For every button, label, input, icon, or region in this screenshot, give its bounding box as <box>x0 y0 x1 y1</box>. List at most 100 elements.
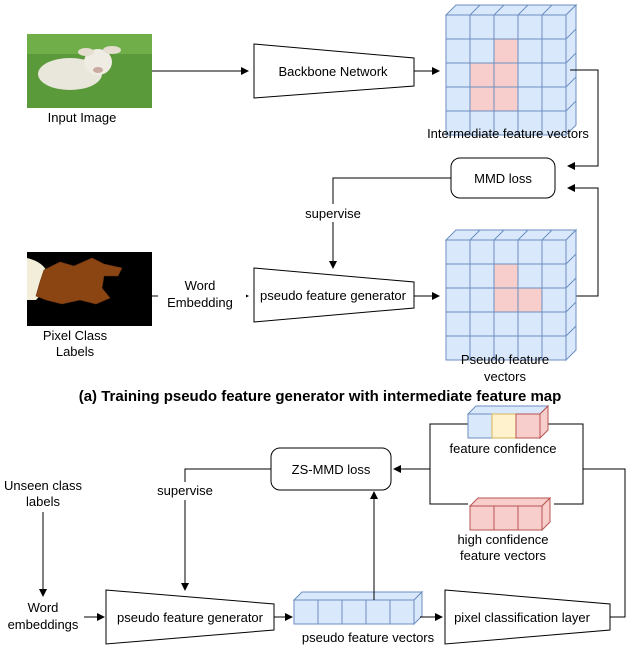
arrow-mmd-supervise <box>329 177 451 269</box>
pseudo-cell <box>445 263 471 289</box>
high-confidence-cell <box>493 505 519 531</box>
intermediate-cell <box>517 62 543 88</box>
arrow-zsmmd-supervise <box>181 468 271 591</box>
line-confidence-loop <box>429 423 470 505</box>
pseudo-vectors-label: pseudo feature vectors <box>302 630 435 645</box>
pseudo-feature-cube <box>444 228 578 362</box>
arrow-pseudo-to-mmd <box>567 184 599 297</box>
pseudo-vector-cell <box>365 599 391 625</box>
pseudo-vector-cell <box>317 599 343 625</box>
input-image <box>27 34 152 108</box>
pseudo-generator-label-top: pseudo feature generator <box>260 288 407 303</box>
pixel-layer-label: pixel classification layer <box>454 610 591 625</box>
caption-a: (a) Training pseudo feature generator wi… <box>79 388 562 405</box>
intermediate-cell <box>493 14 519 40</box>
pseudo-cell <box>541 287 567 313</box>
zs-mmd-loss-label: ZS-MMD loss <box>292 462 371 477</box>
intermediate-cell <box>493 86 519 112</box>
intermediate-cell <box>445 38 471 64</box>
intermediate-cell <box>541 14 567 40</box>
feature-confidence-vector <box>466 404 550 440</box>
intermediate-cell <box>445 14 471 40</box>
pseudo-generator-block-bottom <box>105 589 275 645</box>
supervise-label-top: supervise <box>305 206 361 221</box>
supervise-bg-bottom <box>152 482 218 500</box>
intermediate-cell <box>493 62 519 88</box>
intermediate-cell <box>493 38 519 64</box>
line-to-high-confidence <box>554 469 584 505</box>
confidence-cell <box>467 413 493 439</box>
confidence-cell <box>491 413 517 439</box>
pseudo-cell <box>541 335 567 361</box>
pseudo-cell <box>541 311 567 337</box>
pseudo-cell <box>445 311 471 337</box>
intermediate-cell <box>469 62 495 88</box>
pseudo-cell <box>493 311 519 337</box>
intermediate-cell <box>469 14 495 40</box>
pseudo-cell <box>493 239 519 265</box>
backbone-network-block <box>253 43 415 99</box>
pseudo-cell <box>469 263 495 289</box>
mmd-loss-label: MMD loss <box>474 171 532 186</box>
word-embedding-bg <box>158 279 246 313</box>
pseudo-cell <box>469 287 495 313</box>
pseudo-cell <box>517 263 543 289</box>
arrow-features-to-mmd <box>567 69 599 170</box>
intermediate-cell <box>541 38 567 64</box>
high-confidence-line2: feature vectors <box>460 548 546 563</box>
pseudo-cell <box>493 335 519 361</box>
pseudo-cell <box>517 311 543 337</box>
pseudo-feature-label-line1: Pseudo feature <box>461 352 549 367</box>
word-embeddings-line2: embeddings <box>8 617 79 632</box>
intermediate-cell <box>469 110 495 136</box>
supervise-label-bottom: supervise <box>157 483 213 498</box>
pseudo-cell <box>469 335 495 361</box>
intermediate-cell <box>541 86 567 112</box>
input-image-label: Input Image <box>48 110 117 125</box>
pseudo-generator-label-bottom: pseudo feature generator <box>117 610 264 625</box>
unseen-labels-line1: Unseen class <box>4 478 83 493</box>
high-confidence-vectors <box>468 496 552 532</box>
feature-confidence-label: feature confidence <box>450 441 557 456</box>
intermediate-cell <box>517 38 543 64</box>
word-embeddings-line1: Word <box>28 600 59 615</box>
pseudo-vector-cell <box>389 599 415 625</box>
confidence-cell <box>515 413 541 439</box>
pseudo-feature-label-line2: vectors <box>484 369 526 384</box>
line-classifier-feedback <box>583 468 626 618</box>
intermediate-cell <box>517 86 543 112</box>
pseudo-cell <box>517 239 543 265</box>
pseudo-vector-cell <box>293 599 319 625</box>
pixel-class-labels-line1: Pixel Class <box>43 328 108 343</box>
pseudo-cell <box>493 263 519 289</box>
pseudo-feature-vectors-row <box>292 590 424 626</box>
pseudo-cell <box>445 239 471 265</box>
pseudo-vector-cell <box>341 599 367 625</box>
word-embedding-line2: Embedding <box>167 295 233 310</box>
pseudo-cell <box>469 239 495 265</box>
supervise-bg <box>300 204 366 222</box>
pseudo-cell <box>541 239 567 265</box>
intermediate-cell <box>541 62 567 88</box>
high-confidence-cell <box>517 505 543 531</box>
backbone-label: Backbone Network <box>278 64 388 79</box>
pseudo-cell <box>541 263 567 289</box>
intermediate-cell <box>541 110 567 136</box>
intermediate-feature-cube <box>444 3 578 137</box>
high-confidence-line1: high confidence <box>457 532 548 547</box>
intermediate-label: Intermediate feature vectors <box>427 126 589 141</box>
pseudo-cell <box>493 287 519 313</box>
pixel-classification-layer-block <box>444 589 611 645</box>
high-confidence-cell <box>469 505 495 531</box>
pseudo-generator-block-top <box>253 267 415 323</box>
pseudo-cell <box>469 311 495 337</box>
intermediate-cell <box>517 14 543 40</box>
pixel-class-labels-line2: Labels <box>56 344 95 359</box>
intermediate-cell <box>445 62 471 88</box>
intermediate-cell <box>469 86 495 112</box>
word-embedding-line1: Word <box>185 278 216 293</box>
unseen-labels-line2: labels <box>26 494 60 509</box>
pixel-class-labels-image <box>27 252 152 326</box>
line-to-confidence <box>540 423 584 469</box>
